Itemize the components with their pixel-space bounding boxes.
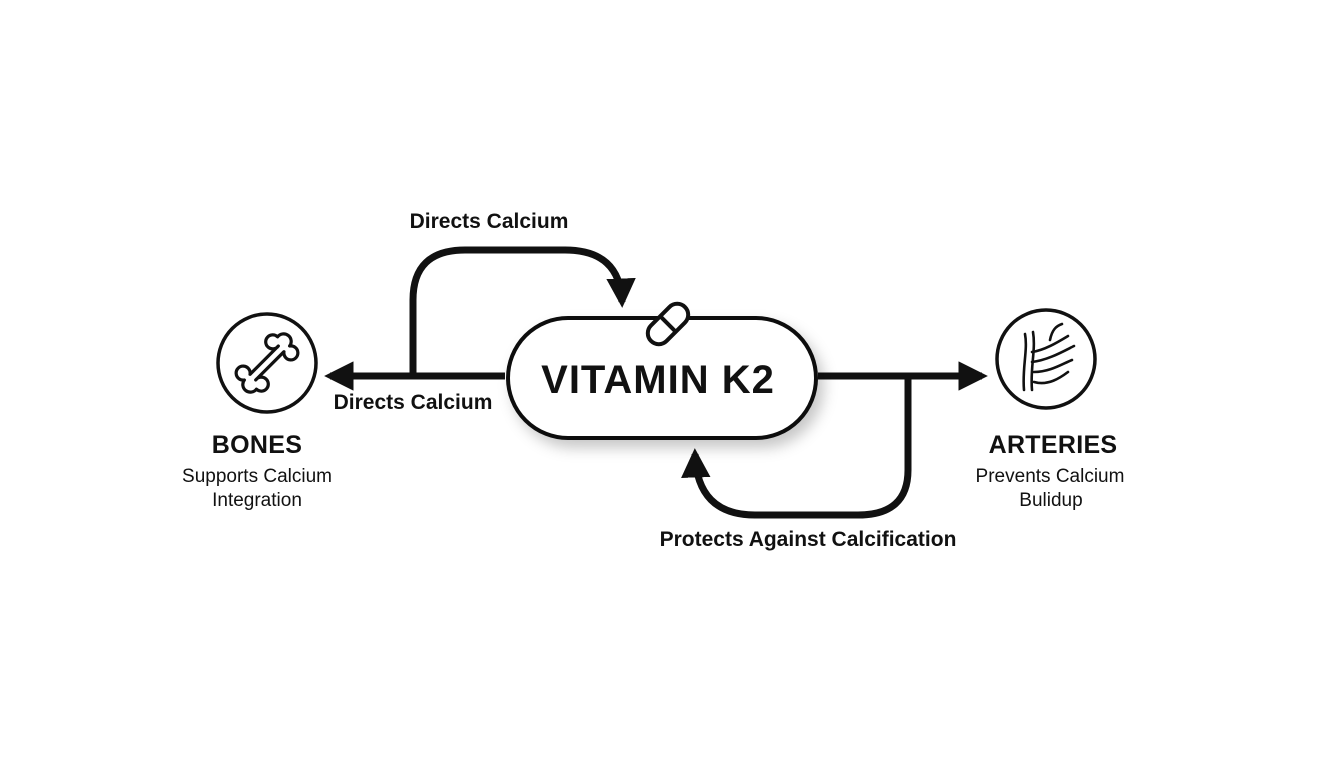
arrow-bottom-loop bbox=[681, 376, 912, 519]
bones-desc-line2: Integration bbox=[212, 490, 302, 511]
arteries-title: ARTERIES bbox=[988, 431, 1118, 459]
bottom-loop-label: Protects Against Calcification bbox=[659, 528, 957, 551]
to-bones-label: Directs Calcium bbox=[333, 391, 493, 414]
bones-title: BONES bbox=[211, 431, 303, 459]
artery-icon bbox=[1022, 322, 1076, 392]
arrow-top-loop bbox=[409, 246, 636, 376]
arteries-desc-line1: Prevents Calcium bbox=[975, 466, 1125, 487]
vitamin-k2-label: VITAMIN K2 bbox=[541, 358, 775, 402]
arteries-desc-line2: Bulidup bbox=[1019, 490, 1083, 511]
capsule-icon bbox=[645, 301, 691, 347]
bones-desc-line1: Supports Calcium bbox=[182, 466, 332, 487]
top-loop-label: Directs Calcium bbox=[409, 210, 569, 233]
bone-icon bbox=[234, 332, 300, 394]
